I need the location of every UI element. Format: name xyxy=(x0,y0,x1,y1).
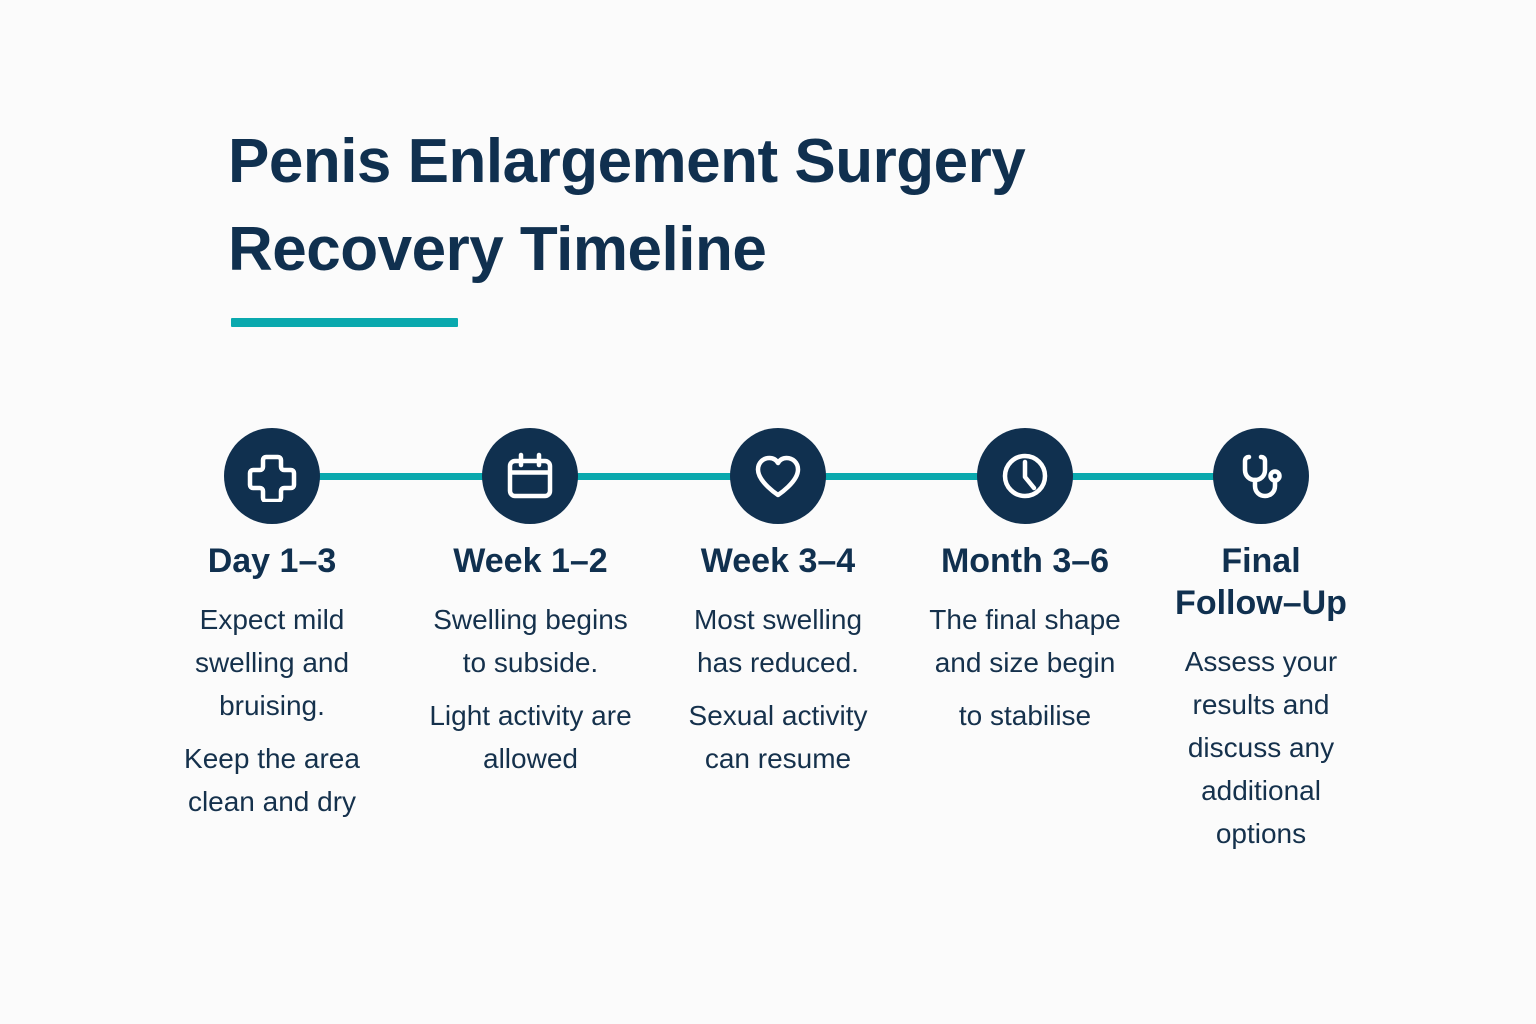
timeline-text-2b: Light activity are allowed xyxy=(429,700,632,774)
heart-icon xyxy=(752,450,804,502)
timeline-column-1: Day 1–3 Expect mild swelling and bruisin… xyxy=(172,540,372,823)
timeline-column-2: Week 1–2 Swelling begins to subside. Lig… xyxy=(428,540,633,780)
timeline-node-5[interactable] xyxy=(1213,428,1309,524)
title-accent-bar xyxy=(231,318,458,327)
timeline-text-2a: Swelling begins to subside. xyxy=(433,604,628,678)
clock-icon xyxy=(999,450,1051,502)
timeline-column-3: Week 3–4 Most swelling has reduced. Sexu… xyxy=(678,540,878,780)
timeline-text-1a: Expect mild swelling and bruising. xyxy=(194,604,350,721)
timeline-text-4b: to stabilise xyxy=(958,700,1092,731)
timeline-text-3a: Most swelling has reduced. xyxy=(693,604,863,678)
timeline-node-3[interactable] xyxy=(730,428,826,524)
timeline-text-1b: Keep the area clean and dry xyxy=(184,743,360,817)
timeline-text-5a: Assess your results and discuss any addi… xyxy=(1184,646,1338,849)
timeline-heading-1: Day 1–3 xyxy=(207,542,337,580)
title-block: Penis Enlargement Surgery Recovery Timel… xyxy=(228,118,1228,294)
medical-cross-icon xyxy=(246,450,298,502)
timeline-heading-3: Week 3–4 xyxy=(700,542,856,580)
timeline-heading-4: Month 3–6 xyxy=(940,542,1110,580)
timeline-node-4[interactable] xyxy=(977,428,1073,524)
timeline-track xyxy=(0,428,1536,528)
calendar-icon xyxy=(504,450,556,502)
timeline-node-2[interactable] xyxy=(482,428,578,524)
timeline-text-4a: The final shape and size begin xyxy=(929,604,1121,678)
timeline-node-1[interactable] xyxy=(224,428,320,524)
timeline-heading-2: Week 1–2 xyxy=(453,542,608,580)
timeline-heading-5: Final Follow–Up xyxy=(1175,542,1347,622)
timeline-text-3b: Sexual activity can resume xyxy=(688,700,868,774)
stethoscope-icon xyxy=(1235,450,1287,502)
page-title: Penis Enlargement Surgery Recovery Timel… xyxy=(228,127,1026,284)
timeline-column-5: Final Follow–Up Assess your results and … xyxy=(1163,540,1359,855)
timeline-column-4: Month 3–6 The final shape and size begin… xyxy=(925,540,1125,737)
